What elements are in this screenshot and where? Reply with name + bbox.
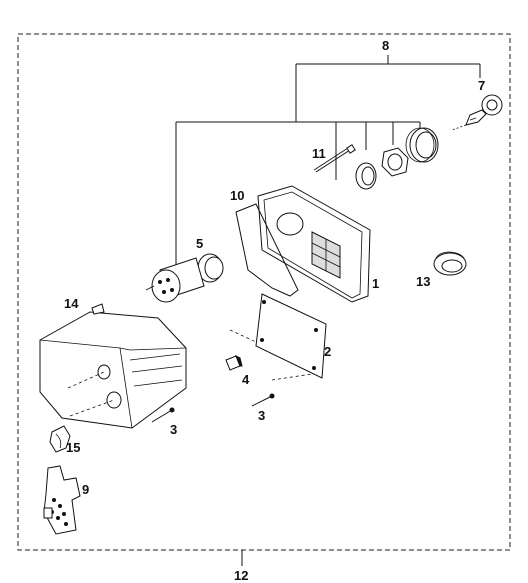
callout-10: 10 — [230, 188, 244, 203]
leader-bracket-8 — [175, 55, 481, 268]
callout-5: 5 — [196, 236, 203, 251]
washer-large — [405, 127, 439, 163]
long-screw — [313, 144, 356, 173]
callout-12: 12 — [234, 568, 248, 583]
callout-2: 2 — [324, 344, 331, 359]
box-cover — [39, 303, 187, 429]
cover-plate — [229, 293, 327, 381]
callout-13: 13 — [416, 274, 430, 289]
callout-11: 11 — [312, 146, 326, 161]
callout-1: 1 — [372, 276, 379, 291]
connector-clip — [433, 251, 467, 276]
callout-9: 9 — [82, 482, 89, 497]
callout-7: 7 — [478, 78, 485, 93]
small-clip — [225, 354, 243, 371]
screw-right — [251, 393, 275, 407]
washer-small — [355, 162, 377, 190]
connector-plug — [43, 465, 81, 535]
callout-8: 8 — [382, 38, 389, 53]
hex-nut — [381, 147, 409, 177]
callout-15: 15 — [66, 440, 80, 455]
screw-left — [151, 407, 175, 423]
callout-3a: 3 — [170, 422, 177, 437]
housing-grid — [311, 231, 341, 279]
callout-14: 14 — [64, 296, 79, 311]
gasket-part — [235, 203, 299, 297]
elbow-fitting — [49, 425, 71, 453]
kit-boundary — [17, 33, 511, 551]
ignition-switch — [145, 253, 224, 303]
housing-part — [257, 185, 371, 303]
key-part — [451, 94, 503, 131]
callout-3b: 3 — [258, 408, 265, 423]
callout-4: 4 — [242, 372, 250, 387]
